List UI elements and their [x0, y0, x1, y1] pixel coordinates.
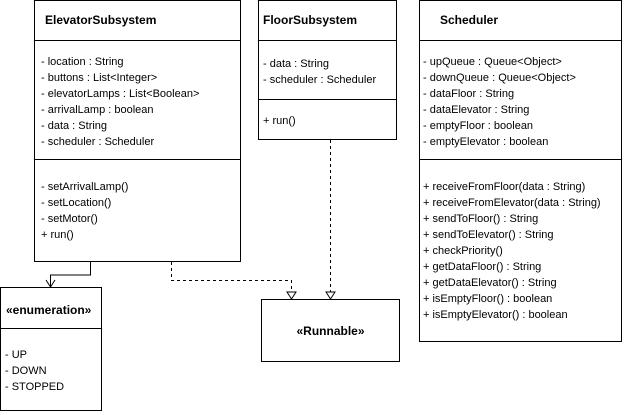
class-scheduler[interactable]: Scheduler - upQueue : Queue<Object> - do… — [419, 0, 622, 342]
class-name: ElevatorSubsystem — [45, 13, 157, 27]
attribute: - downQueue : Queue<Object> — [423, 72, 576, 84]
attribute: - buttons : List<Integer> — [41, 72, 158, 84]
class-floor-subsystem[interactable]: FloorSubsystem - data : String - schedul… — [258, 0, 397, 140]
method: + sendToFloor() : String — [423, 213, 539, 225]
association-arrowhead — [45, 279, 56, 288]
method: + getDataFloor() : String — [423, 261, 542, 273]
enumeration-stereotype: «enumeration» — [6, 303, 92, 317]
method: + isEmptyElevator() : boolean — [423, 309, 568, 321]
methods-divider — [420, 159, 621, 160]
attribute: - dataElevator : String — [423, 104, 530, 116]
class-name: FloorSubsystem — [263, 13, 358, 27]
method: + run() — [263, 115, 296, 127]
realization-arrowhead-floor — [325, 291, 336, 300]
attribute: - upQueue : Queue<Object> — [423, 56, 562, 68]
method: - setLocation() — [41, 197, 112, 209]
method: + receiveFromFloor(data : String) — [423, 181, 586, 193]
enumeration-box[interactable]: «enumeration» - UP - DOWN - STOPPED — [0, 287, 102, 411]
methods-divider — [35, 159, 240, 160]
enum-divider — [1, 328, 101, 329]
class-elevator-subsystem[interactable]: ElevatorSubsystem - location : String - … — [34, 0, 241, 262]
enum-value: - DOWN — [5, 365, 47, 377]
attribute: - arrivalLamp : boolean — [41, 104, 154, 116]
attributes-divider — [259, 40, 396, 41]
method: + sendToElevator() : String — [423, 229, 554, 241]
realization-line-elevator — [171, 262, 292, 292]
method: + getDataElevator() : String — [423, 277, 557, 289]
attribute: - emptyElevator : boolean — [423, 136, 549, 148]
attribute: - data : String — [263, 58, 330, 70]
method: + checkPriority() — [423, 245, 503, 257]
method: + receiveFromElevator(data : String) — [423, 197, 601, 209]
method: + isEmptyFloor() : boolean — [423, 293, 553, 305]
attribute: - emptyFloor : boolean — [423, 120, 534, 132]
association-line — [50, 262, 91, 286]
attribute: - data : String — [41, 120, 108, 132]
enum-value: - UP — [5, 349, 27, 361]
method: + run() — [41, 229, 74, 241]
methods-divider — [259, 99, 396, 100]
enum-value: - STOPPED — [5, 381, 65, 393]
runnable-stereotype: «Runnable» — [296, 324, 365, 338]
runnable-interface[interactable]: «Runnable» — [261, 299, 400, 362]
attribute: - scheduler : Scheduler — [41, 136, 155, 148]
class-name: Scheduler — [440, 13, 499, 27]
method: - setArrivalLamp() — [41, 181, 129, 193]
attribute: - scheduler : Scheduler — [263, 74, 377, 86]
realization-arrowhead-elevator — [286, 291, 297, 300]
method: - setMotor() — [41, 213, 98, 225]
attribute: - location : String — [41, 56, 124, 68]
attribute: - dataFloor : String — [423, 88, 515, 100]
attributes-divider — [420, 40, 621, 41]
attributes-divider — [35, 40, 240, 41]
attribute: - elevatorLamps : List<Boolean> — [41, 88, 200, 100]
